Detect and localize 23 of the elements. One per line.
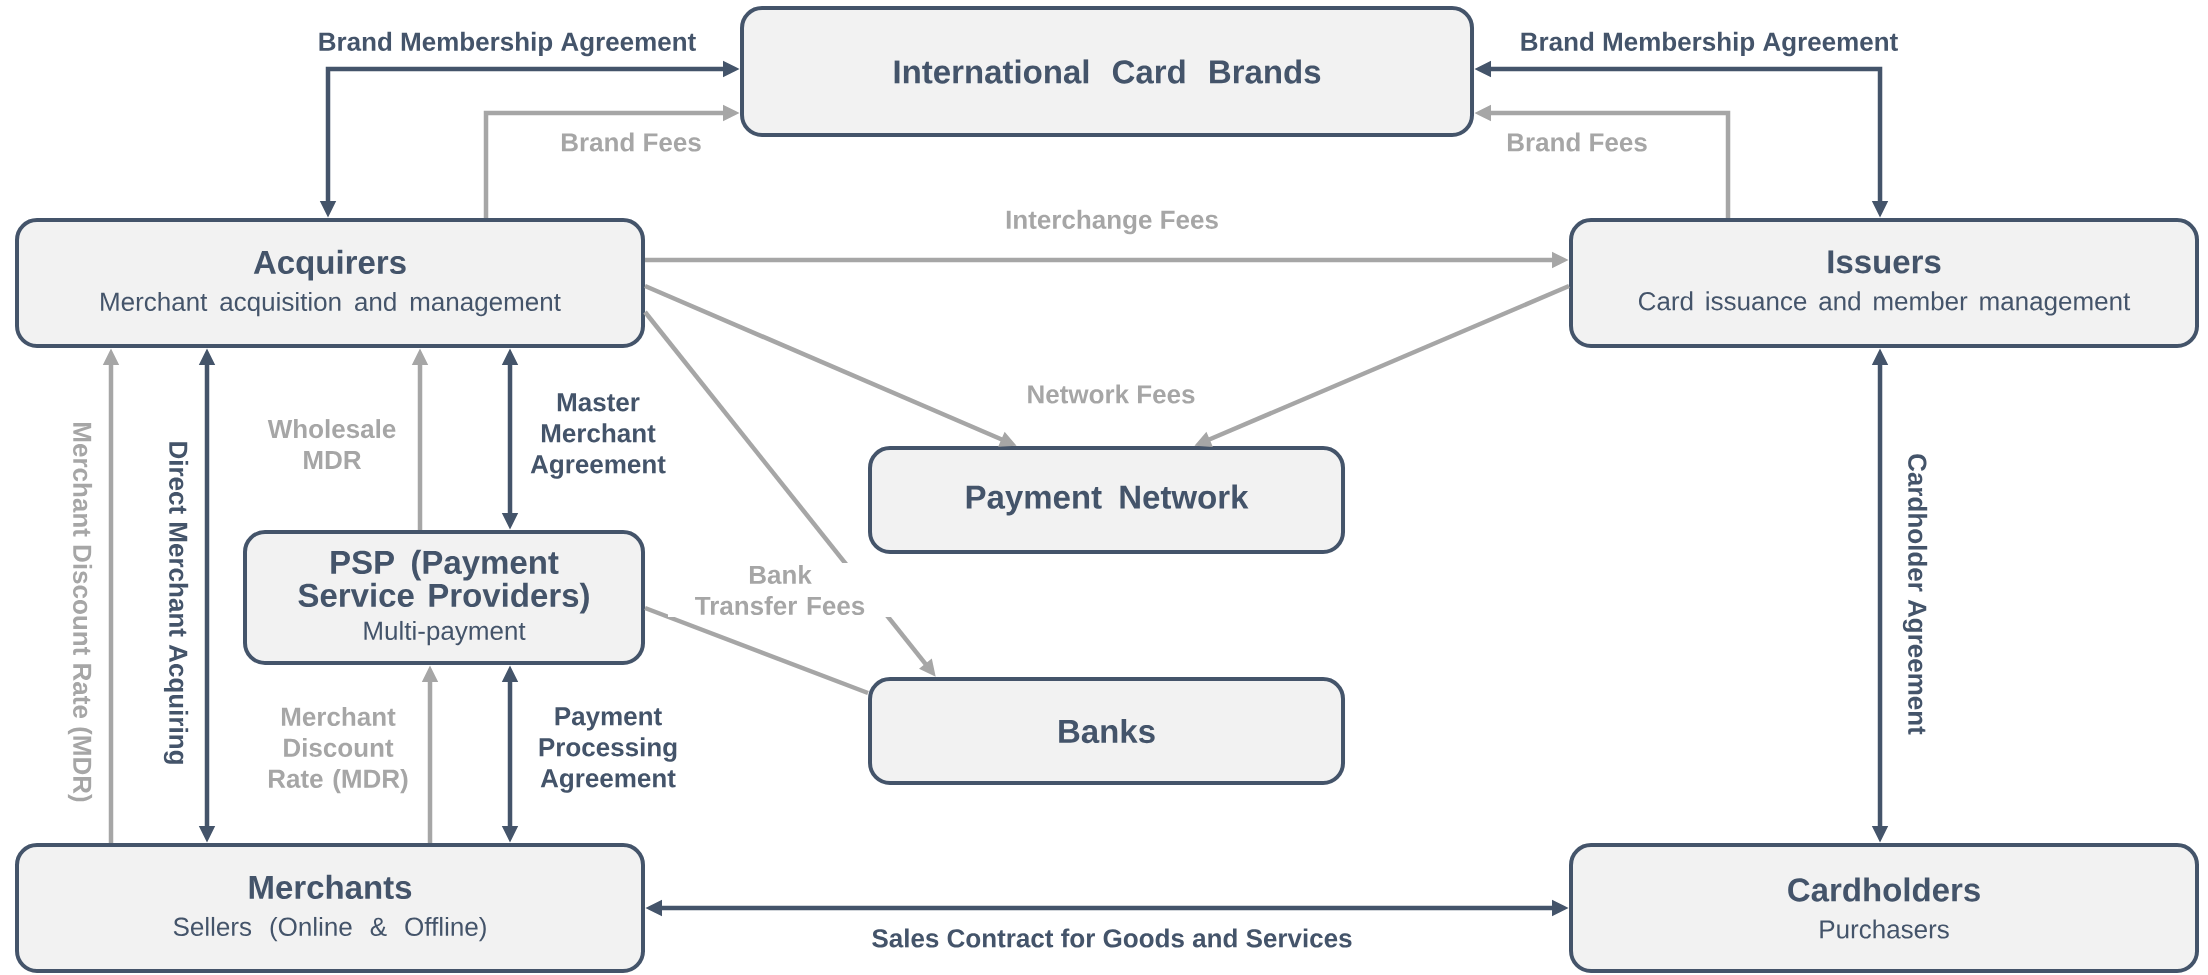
entity-box: Merchants Sellers (Online & Offline): [15, 843, 645, 973]
entity-box: Banks: [868, 677, 1345, 785]
entity-box: International Card Brands: [740, 6, 1474, 137]
entity-box: Issuers Card issuance and member management: [1569, 218, 2200, 348]
entity-box: Cardholders Purchasers: [1569, 843, 2200, 973]
edge-label: Brand Membership Agreement: [1517, 29, 1901, 59]
entity-box: PSP (Payment Service Providers) Multi-payment: [243, 530, 645, 665]
edge-label: Bank Transfer Fees: [668, 562, 892, 618]
edge-label: Brand Fees: [558, 130, 704, 154]
edge-label: Interchange Fees: [1003, 207, 1221, 237]
edge-label: Master Merchant Agreement: [516, 391, 680, 481]
edge-label: Sales Contract for Goods and Services: [869, 926, 1355, 950]
edge-label: Merchant Discount Rate (MDR): [65, 419, 95, 805]
edge-label: Brand Membership Agreement: [315, 29, 699, 59]
edge-label: Brand Fees: [1504, 130, 1650, 154]
edge-label: Network Fees: [1024, 382, 1198, 406]
edge-label: Direct Merchant Acquiring: [161, 438, 191, 768]
edge-label: Wholesale MDR: [255, 417, 409, 471]
entity-box: Acquirers Merchant acquisition and management: [15, 218, 645, 348]
edge-label: Payment Processing Agreement: [521, 705, 695, 795]
edge-label: Cardholder Agreement: [1900, 451, 1930, 737]
entity-box: Payment Network: [868, 446, 1345, 554]
edge-label: Merchant Discount Rate (MDR): [256, 704, 420, 796]
